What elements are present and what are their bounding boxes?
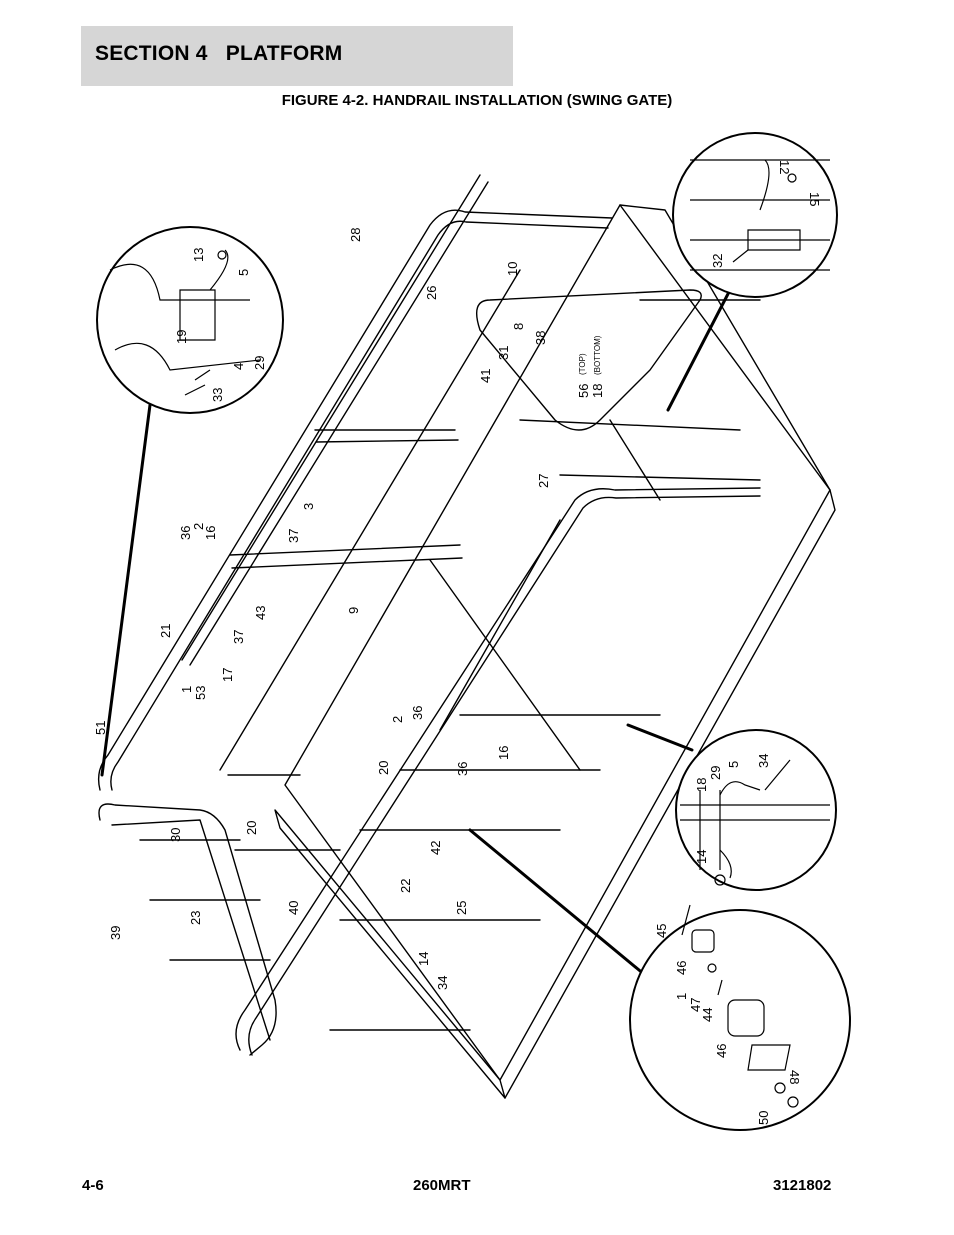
callout-29b: 29 (708, 766, 723, 780)
footer-model: 260MRT (413, 1177, 471, 1194)
callout-37: 37 (286, 529, 301, 543)
rear-panel (609, 299, 761, 501)
callout-36: 36 (178, 526, 193, 540)
section-number: SECTION 4 (95, 42, 208, 65)
callout-44: 44 (700, 1008, 715, 1022)
detail-circle-latch (672, 132, 838, 298)
callout-50: 50 (756, 1111, 771, 1125)
callout-32: 32 (710, 254, 725, 268)
detail-leader (100, 403, 152, 777)
note-top: (TOP) (578, 353, 587, 375)
detail-leader (666, 288, 732, 412)
section-header: SECTION 4 PLATFORM (81, 26, 513, 86)
section-title: PLATFORM (225, 42, 343, 65)
callout-40: 40 (286, 901, 301, 915)
callout-1b: 1 (674, 993, 689, 1000)
callout-25: 25 (454, 901, 469, 915)
post (314, 429, 459, 443)
callout-38: 38 (533, 331, 548, 345)
callout-10: 10 (505, 262, 520, 276)
callout-36c: 36 (455, 762, 470, 776)
callout-43: 43 (253, 606, 268, 620)
callout-16b: 16 (496, 746, 511, 760)
callout-28: 28 (348, 228, 363, 242)
callout-13: 13 (191, 248, 206, 262)
callout-12: 12 (777, 160, 792, 174)
callout-48: 48 (787, 1070, 802, 1084)
callout-18: 18 (590, 384, 605, 398)
callout-16: 16 (203, 526, 218, 540)
callout-30: 30 (168, 828, 183, 842)
callout-45: 45 (654, 924, 669, 938)
cross-brace (429, 519, 581, 771)
callout-2: 2 (191, 523, 206, 530)
callout-19: 19 (174, 330, 189, 344)
callout-37b: 37 (231, 630, 246, 644)
callout-20: 20 (376, 761, 391, 775)
note-bottom: (BOTTOM) (593, 335, 602, 375)
callout-51: 51 (93, 721, 108, 735)
callout-29: 29 (252, 356, 267, 370)
callout-47: 47 (688, 998, 703, 1012)
detail-circle-pin (675, 729, 837, 891)
post (227, 774, 341, 851)
callout-17: 17 (220, 668, 235, 682)
detail-leader (468, 828, 647, 977)
top-rail-long-2 (235, 487, 761, 1051)
callout-53: 53 (193, 686, 208, 700)
callout-5b: 5 (726, 761, 741, 768)
callout-8: 8 (511, 323, 526, 330)
front-end-rail-inner (111, 819, 271, 1041)
callout-36b: 36 (410, 706, 425, 720)
callout-42: 42 (428, 841, 443, 855)
callout-46: 46 (674, 961, 689, 975)
side-posts-2 (329, 714, 661, 1031)
callout-23: 23 (188, 911, 203, 925)
top-rail-long-2-inner (248, 495, 761, 1056)
callout-9: 9 (346, 607, 361, 614)
callout-15: 15 (807, 192, 822, 206)
callout-33: 33 (210, 388, 225, 402)
detail-circle-hinge (96, 226, 284, 414)
top-rail-long-inner (110, 220, 609, 791)
swing-gate (476, 289, 702, 431)
callout-4: 4 (231, 363, 246, 370)
callout-46b: 46 (714, 1044, 729, 1058)
callout-26: 26 (424, 286, 439, 300)
callout-56: 56 (576, 384, 591, 398)
detail-circle-bumper (629, 909, 851, 1131)
mid-rail-long (181, 174, 489, 666)
callout-41: 41 (478, 369, 493, 383)
callout-34b: 34 (756, 754, 771, 768)
callout-34: 34 (435, 976, 450, 990)
rear-rail (619, 204, 831, 491)
callout-5: 5 (236, 269, 251, 276)
platform-floor-side (504, 489, 836, 1099)
callout-22: 22 (398, 879, 413, 893)
post (229, 544, 463, 569)
callout-27: 27 (536, 474, 551, 488)
footer-page-number: 4-6 (82, 1177, 104, 1194)
platform-floor-edge (274, 809, 506, 1099)
callout-39: 39 (108, 926, 123, 940)
callout-21: 21 (158, 624, 173, 638)
footer-manual-number: 3121802 (773, 1177, 832, 1194)
callout-14: 14 (416, 952, 431, 966)
figure-title: FIGURE 4-2. HANDRAIL INSTALLATION (SWING… (281, 92, 673, 109)
callout-31: 31 (496, 346, 511, 360)
callout-18b: 18 (694, 778, 709, 792)
callout-14b: 14 (694, 850, 709, 864)
detail-leader (626, 723, 694, 752)
callout-3: 3 (301, 503, 316, 510)
mid-rail-long-2 (219, 269, 521, 771)
callout-20b: 20 (244, 821, 259, 835)
top-rail-long (97, 209, 613, 791)
gate-rails (519, 419, 761, 481)
callout-1: 1 (179, 686, 194, 693)
callout-2b: 2 (390, 716, 405, 723)
front-panel (139, 839, 271, 961)
front-end-rail (98, 803, 277, 1056)
